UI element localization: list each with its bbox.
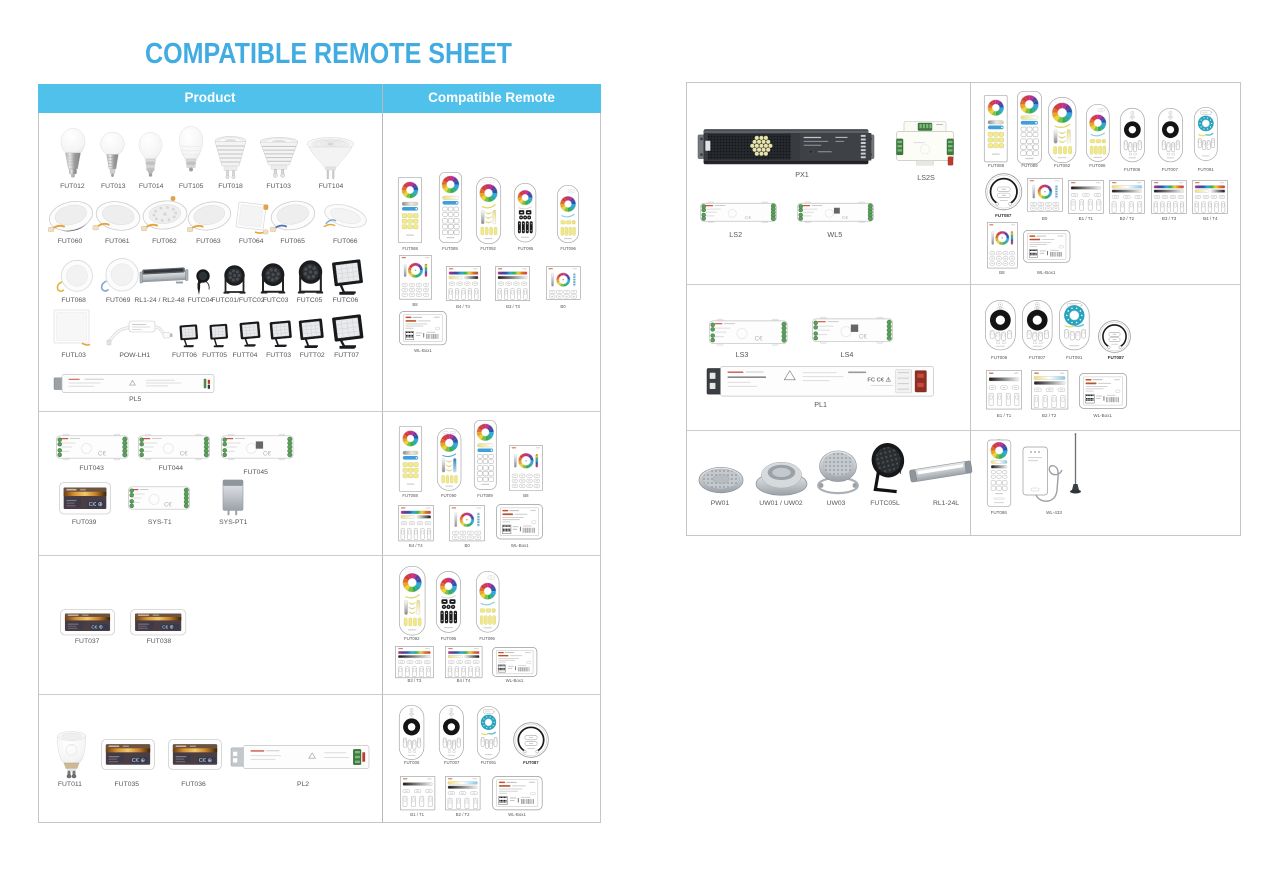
svg-text:C€ ⊕: C€ ⊕ (162, 624, 173, 630)
svg-text:C€ ⊕: C€ ⊕ (132, 757, 146, 763)
svg-text:C€: C€ (164, 501, 172, 508)
svg-text:C€ ⊕: C€ ⊕ (91, 624, 102, 630)
svg-text:FC C€ ⚠: FC C€ ⚠ (867, 376, 891, 383)
svg-text:C€: C€ (98, 450, 106, 457)
svg-text:C€ ⊕: C€ ⊕ (89, 502, 103, 508)
svg-text:C€: C€ (745, 215, 752, 221)
svg-text:C€: C€ (842, 215, 849, 221)
svg-text:C€: C€ (859, 333, 868, 340)
svg-text:C€ ⊕: C€ ⊕ (199, 757, 213, 763)
svg-text:C€: C€ (263, 450, 271, 457)
svg-text:C€: C€ (755, 336, 764, 343)
svg-text:C€: C€ (180, 450, 188, 457)
